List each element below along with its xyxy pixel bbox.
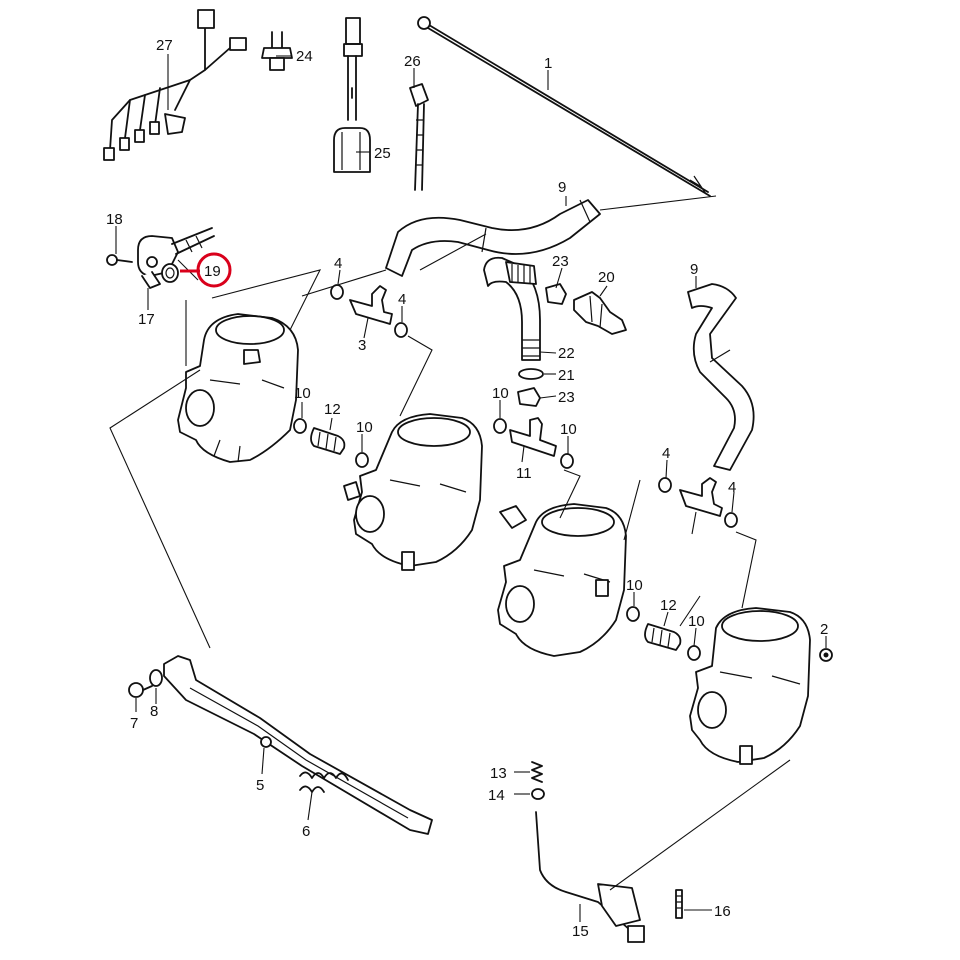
part-12-fuel-pipe — [310, 427, 346, 455]
part-10-o-rings — [293, 418, 701, 661]
callout-18: 18 — [106, 211, 123, 228]
callout-4a: 4 — [334, 255, 342, 272]
callout-5: 5 — [256, 777, 264, 794]
callout-25: 25 — [374, 145, 391, 162]
callout-7: 7 — [130, 715, 138, 732]
callout-23b: 23 — [558, 389, 575, 406]
callout-9a: 9 — [558, 179, 566, 196]
part-15-cable-bracket — [535, 811, 645, 943]
carburetor-4 — [689, 607, 811, 765]
part-3-t-joint — [349, 285, 393, 325]
callout-3: 3 — [358, 337, 366, 354]
callout-26: 26 — [404, 53, 421, 70]
callout-4b: 4 — [398, 291, 406, 308]
callout-10a: 10 — [294, 385, 311, 402]
part-7-screw — [128, 682, 153, 698]
callout-11: 11 — [516, 465, 532, 482]
part-14-clip — [531, 788, 545, 800]
callout-10d: 10 — [560, 421, 577, 438]
carburetor-1 — [177, 313, 299, 463]
part-12-fuel-pipe-right — [644, 623, 682, 651]
part-18-screw — [106, 254, 133, 266]
callout-1: 1 — [544, 55, 552, 72]
part-24-sensor — [261, 31, 293, 71]
carburetor-2 — [343, 413, 483, 571]
part-20-valve — [573, 291, 627, 335]
part-1-rod — [417, 16, 711, 197]
callout-20: 20 — [598, 269, 615, 286]
callout-12a: 12 — [324, 401, 341, 418]
callout-10e: 10 — [626, 577, 643, 594]
part-19-highlight — [180, 252, 232, 288]
part-27-wiring-harness — [103, 9, 247, 161]
callout-12b: 12 — [660, 597, 677, 614]
callout-23a: 23 — [552, 253, 569, 270]
carburetor-3 — [497, 503, 627, 657]
callout-labels: 1 2 3 4 4 4 4 5 6 7 8 9 9 10 10 10 10 10… — [106, 37, 828, 940]
part-25-connector — [333, 17, 371, 173]
callout-10f: 10 — [688, 613, 705, 630]
callout-15: 15 — [572, 923, 589, 940]
callout-13: 13 — [490, 765, 507, 782]
callout-22: 22 — [558, 345, 575, 362]
callout-9b: 9 — [690, 261, 698, 278]
part-22-bent-hose — [483, 256, 541, 361]
callout-2: 2 — [820, 621, 828, 638]
part-9-hose-right — [687, 283, 755, 471]
part-19-washer — [161, 263, 179, 283]
part-23-clip-lower — [517, 387, 541, 407]
part-2-nut — [819, 648, 833, 662]
part-23-clip — [545, 283, 567, 305]
callout-8: 8 — [150, 703, 158, 720]
callout-21: 21 — [558, 367, 575, 384]
callout-16: 16 — [714, 903, 731, 920]
callout-4d: 4 — [728, 479, 736, 496]
callout-10b: 10 — [356, 419, 373, 436]
callout-6: 6 — [302, 823, 310, 840]
part-16-bolt — [675, 889, 683, 919]
part-5-linkage — [163, 655, 433, 835]
part-13-spring — [531, 761, 543, 783]
callout-leaders — [115, 54, 827, 922]
part-9-hose-upper — [385, 199, 601, 277]
callout-27: 27 — [156, 37, 173, 54]
callout-17: 17 — [138, 311, 155, 328]
callout-19: 19 — [204, 263, 221, 280]
reference-lines — [109, 195, 791, 891]
part-8-washer — [149, 669, 163, 687]
callout-14: 14 — [488, 787, 505, 804]
part-26-clamp — [409, 83, 429, 191]
callout-4c: 4 — [662, 445, 670, 462]
part-11-t-joint — [509, 417, 557, 457]
part-21-ring — [518, 368, 544, 380]
callout-10c: 10 — [492, 385, 509, 402]
callout-24: 24 — [296, 48, 313, 65]
part-3-t-joint-right — [679, 477, 723, 517]
